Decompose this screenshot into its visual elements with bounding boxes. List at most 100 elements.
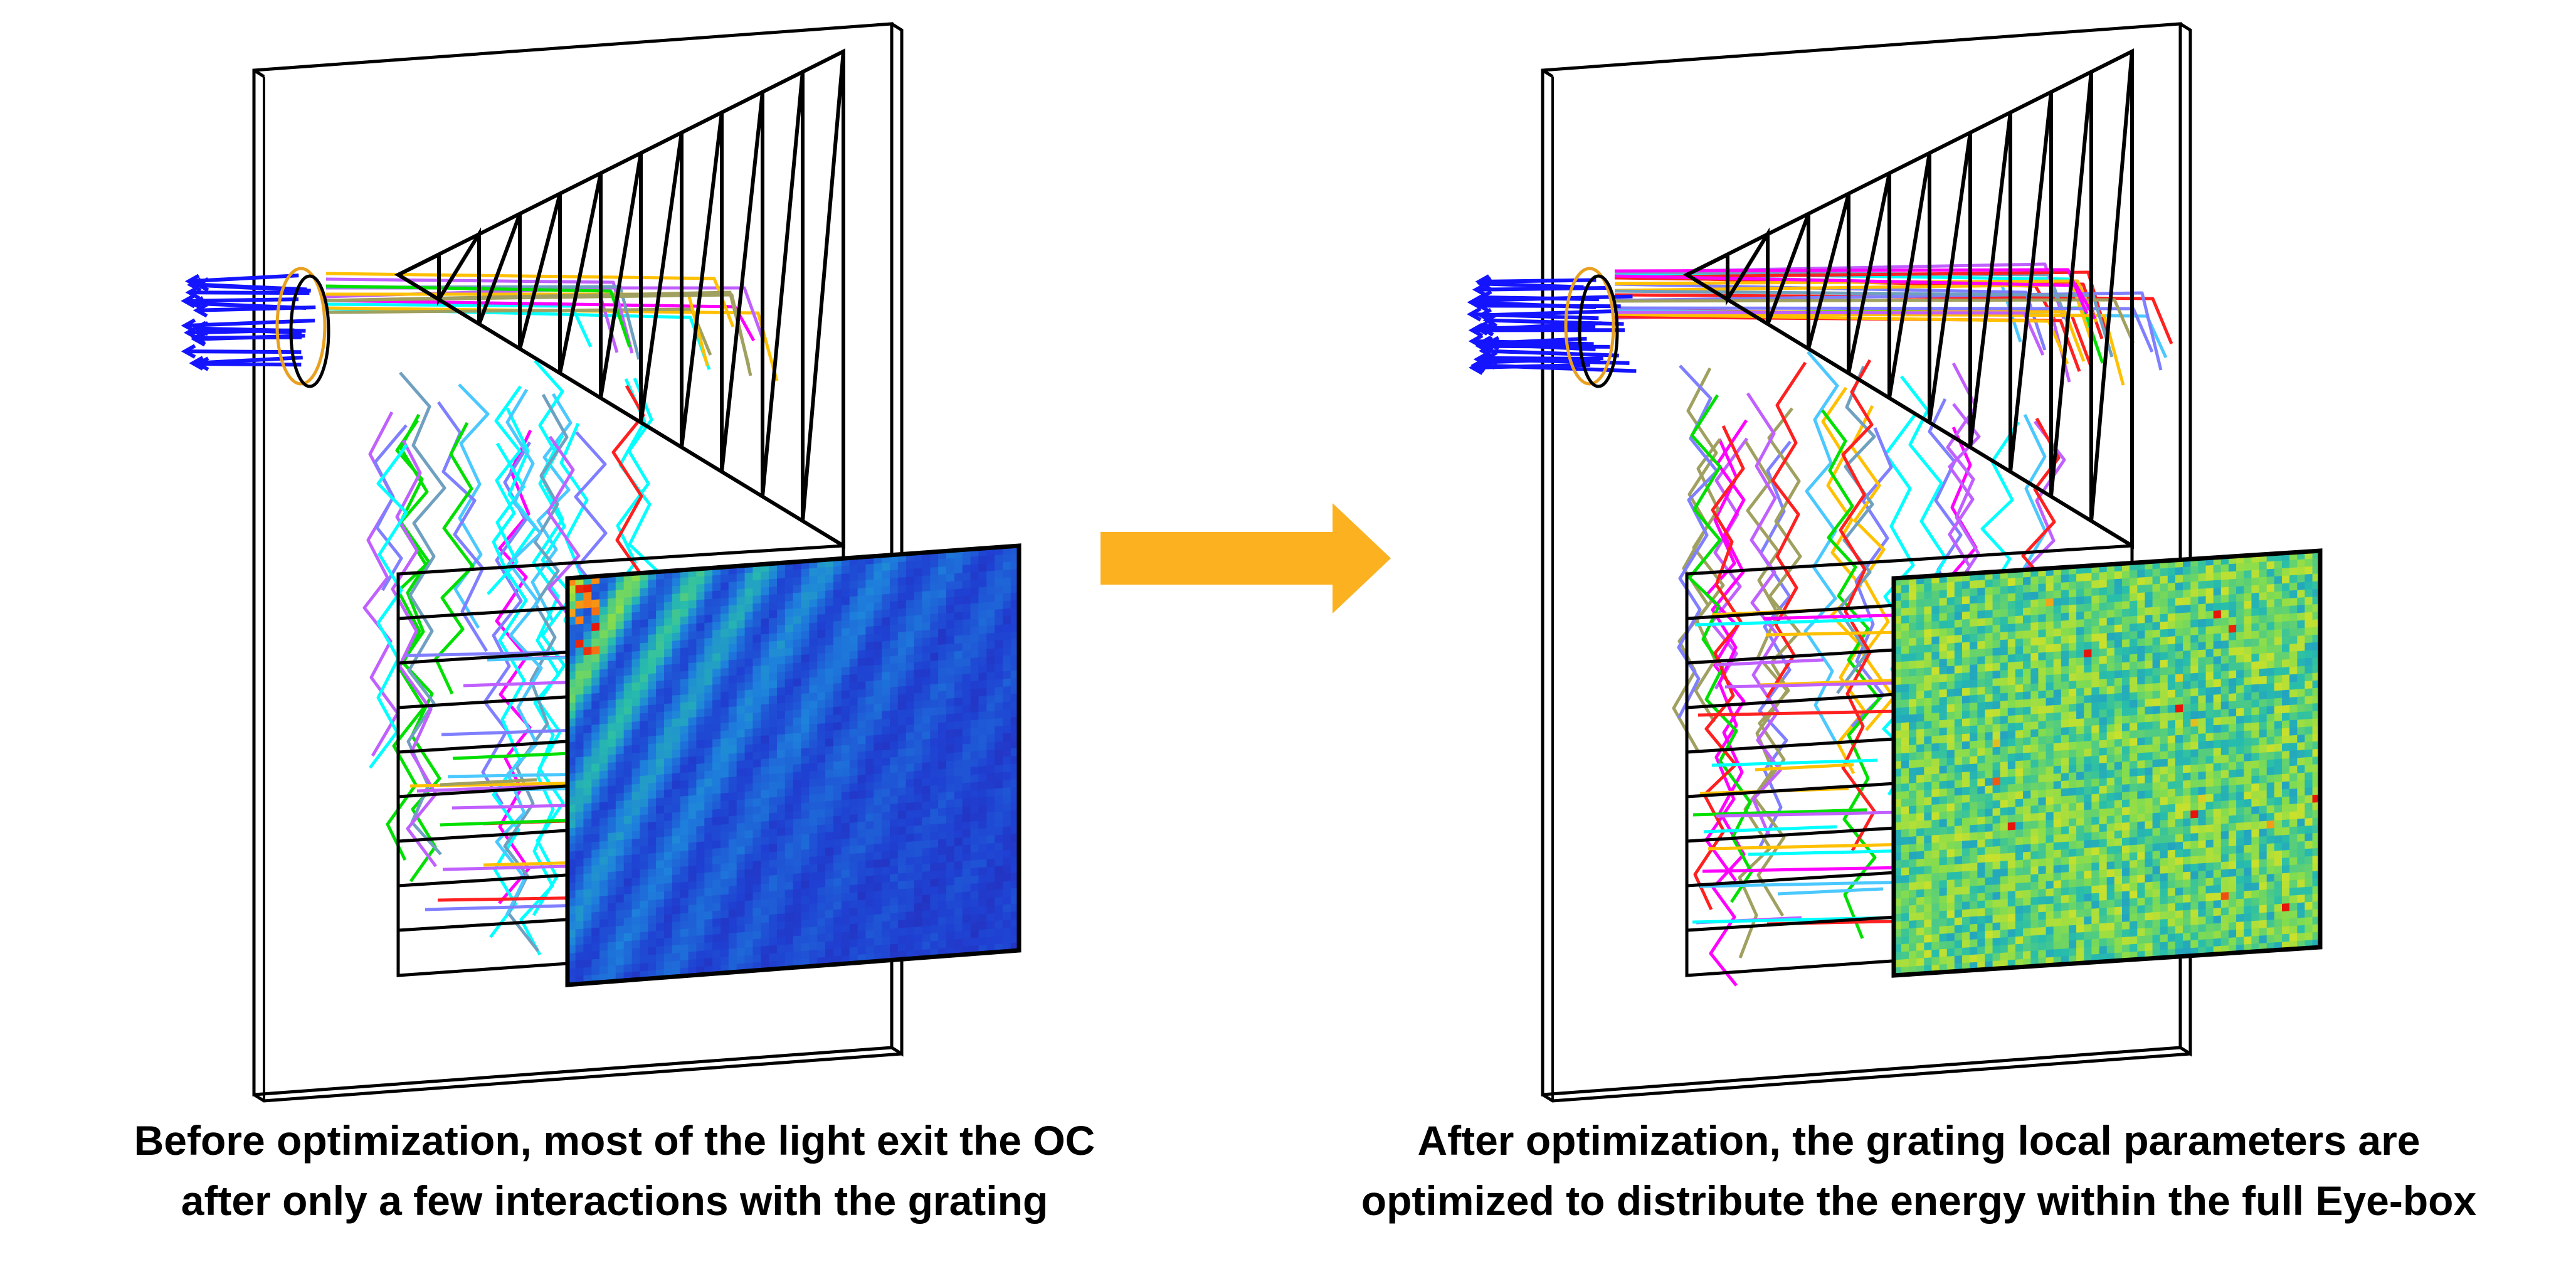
heatmap-cell [2205,733,2214,741]
heatmap-cell [1985,701,1993,710]
heatmap-cell [1003,888,1011,898]
heatmap-cell [1946,704,1955,713]
heatmap-cell [680,757,689,766]
heatmap-cell [890,920,899,930]
heatmap-cell [615,613,625,622]
heatmap-cell [784,663,794,672]
heatmap-cell [672,671,681,681]
heatmap-cell [2053,719,2062,729]
heatmap-cell [2175,689,2183,698]
heatmap-cell [2137,676,2145,685]
heatmap-cell [801,810,810,819]
heatmap-cell [744,635,753,644]
heatmap-cell [2244,692,2252,701]
heatmap-cell [801,639,810,648]
heatmap-cell [599,583,608,592]
heatmap-cell [656,961,665,971]
heatmap-cell [2244,791,2252,800]
heatmap-cell [1954,688,1963,697]
heatmap-cell [615,957,625,966]
heatmap-cell [2069,619,2077,629]
heatmap-cell [688,858,697,867]
heatmap-cell [2229,739,2237,748]
heatmap-cell [2091,694,2100,703]
heatmap-cell [2236,601,2244,610]
heatmap-cell [2053,644,2062,652]
heatmap-cell [2069,757,2077,766]
heatmap-cell [2122,662,2130,671]
heatmap-cell [1992,594,2001,603]
heatmap-cell [1916,698,1924,707]
heatmap-cell [2167,728,2176,736]
heatmap-cell [648,603,657,612]
heatmap-cell [744,923,753,933]
heatmap-cell [922,777,931,787]
heatmap-cell [954,783,963,792]
heatmap-cell [2183,635,2191,644]
heatmap-cell [640,830,648,839]
heatmap-cell [1924,698,1932,707]
heatmap-cell [938,753,947,762]
heatmap-cell [761,915,769,924]
heatmap-cell [970,688,979,698]
heatmap-cell [591,958,600,968]
heatmap-cell [784,639,794,649]
heatmap-cell [857,805,866,815]
heatmap-cell [1003,920,1011,929]
heatmap-cell [995,889,1003,898]
heatmap-cell [2251,676,2260,686]
heatmap-cell [890,686,899,696]
heatmap-cell [2274,721,2283,730]
beam-arrowhead [193,303,208,318]
heatmap-cell [2282,781,2290,790]
heatmap-cell [1003,818,1011,827]
heatmap-cell [2114,723,2123,733]
heatmap-cell [672,585,681,595]
heatmap-cell [882,788,890,798]
heatmap-cell [607,871,616,881]
heatmap-cell [1977,580,1985,589]
heatmap-cell [2190,566,2199,575]
heatmap-cell [599,879,608,889]
heatmap-cell [721,933,729,942]
heatmap-cell [809,731,818,741]
heatmap-cell [648,657,657,667]
heatmap-cell [664,883,673,892]
heatmap-cell [1970,748,1978,757]
heatmap-cell [672,913,681,923]
heatmap-cell [648,790,657,800]
heatmap-cell [882,609,890,619]
heatmap-cell [761,634,769,643]
heatmap-cell [704,802,713,811]
heatmap-cell [1003,779,1011,788]
heatmap-cell [2304,650,2313,659]
heatmap-cell [2023,653,2031,662]
heatmap-cell [575,827,584,836]
heatmap-cell [2183,749,2191,758]
heatmap-cell [905,693,915,703]
heatmap-cell [744,627,753,636]
heatmap-cell [656,813,665,822]
heatmap-cell [922,941,931,950]
heatmap-cell [2091,656,2100,666]
heatmap-cell [962,821,971,831]
heatmap-cell [801,755,810,765]
heatmap-cell [2205,664,2214,673]
heatmap-cell [769,890,778,900]
heatmap-cell [2000,639,2009,649]
heatmap-cell [978,851,987,861]
heatmap-cell [841,651,850,661]
heatmap-cell [2183,566,2191,575]
heatmap-cell [777,827,786,837]
heatmap-cell [897,561,907,571]
heatmap-cell [954,799,963,808]
heatmap-cell [1931,590,1940,599]
heatmap-cell [946,752,955,762]
heatmap-cell [696,669,705,679]
heatmap-cell [833,706,842,716]
heatmap-cell [769,883,778,892]
heatmap-cell [777,835,786,844]
heatmap-cell [978,688,987,697]
heatmap-cell [2152,622,2161,631]
heatmap-cell [809,630,818,639]
